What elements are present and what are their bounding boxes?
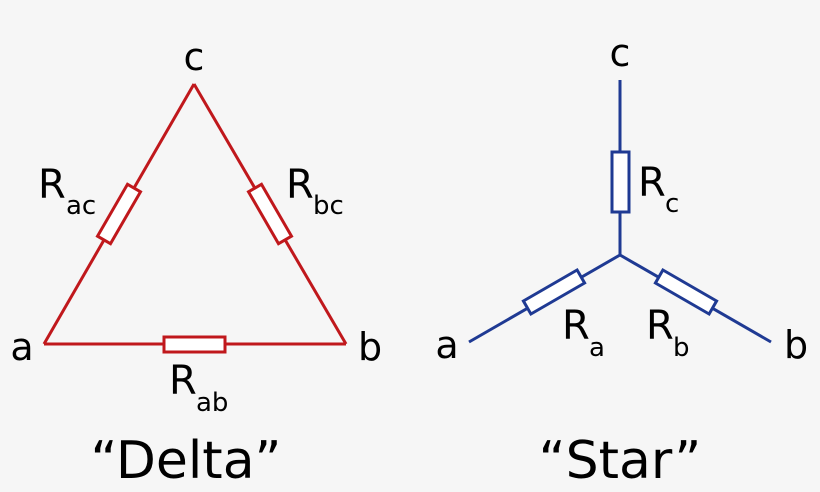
svg-text:R: R [286, 162, 314, 208]
star-title: “Star” [539, 431, 702, 491]
delta-network [42, 83, 348, 354]
svg-text:c: c [665, 189, 679, 219]
svg-text:R: R [646, 303, 674, 349]
star-network [468, 80, 772, 344]
star-resistor-c [610, 150, 631, 214]
svg-text:R: R [38, 162, 66, 208]
svg-text:ab: ab [196, 388, 228, 418]
delta-label-rab: R ab [169, 358, 228, 418]
star-node-c: c [610, 31, 631, 75]
delta-label-rac: R ac [38, 162, 96, 221]
delta-resistor-ab [162, 335, 227, 354]
delta-title: “Delta” [90, 431, 281, 491]
star-resistor-b [653, 267, 719, 317]
svg-text:R: R [562, 303, 590, 349]
star-label-rb: R b [646, 303, 690, 363]
star-label-ra: R a [562, 303, 605, 363]
delta-label-rbc: R bc [286, 162, 344, 221]
svg-text:ac: ac [66, 191, 96, 221]
star-node-b: b [784, 323, 808, 367]
svg-text:b: b [673, 333, 690, 363]
delta-node-b: b [358, 325, 382, 369]
star-node-a: a [435, 323, 458, 367]
svg-text:a: a [589, 333, 605, 363]
delta-node-a: a [10, 325, 33, 369]
star-label-rc: R c [638, 160, 679, 219]
delta-resistor-ac [95, 182, 143, 246]
star-resistor-a [521, 267, 587, 317]
svg-text:bc: bc [313, 191, 344, 221]
svg-text:R: R [638, 160, 666, 206]
svg-text:R: R [169, 358, 197, 404]
delta-node-c: c [184, 35, 205, 79]
delta-resistor-bc [246, 182, 294, 246]
